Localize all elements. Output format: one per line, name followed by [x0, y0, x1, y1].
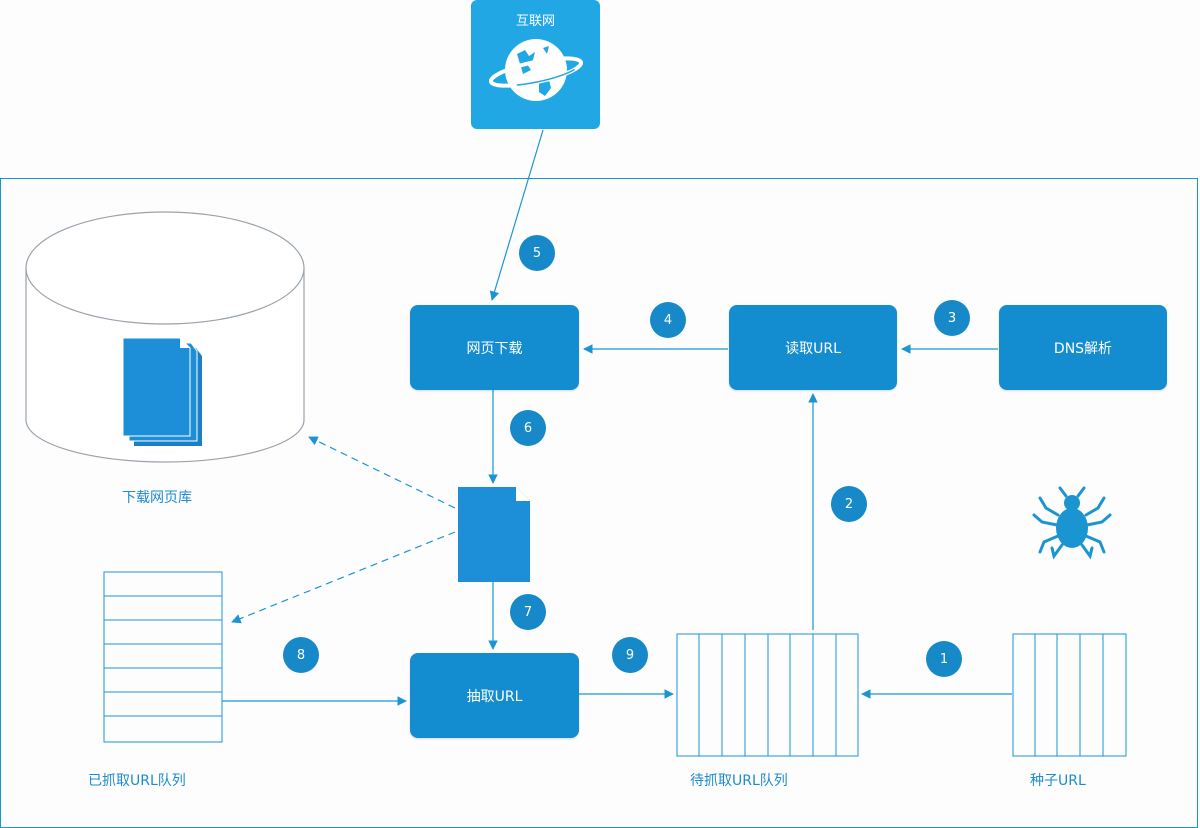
- crawled-url-queue: [103, 571, 223, 743]
- spider-icon: [1032, 486, 1112, 560]
- pending-queue-label: 待抓取URL队列: [690, 773, 788, 789]
- read-url-label: 读取URL: [785, 340, 841, 357]
- page-library-label: 下载网页库: [122, 490, 192, 506]
- internet-node: 互联网: [471, 0, 600, 129]
- dns-resolve-box: DNS解析: [999, 305, 1167, 390]
- internet-label: 互联网: [515, 14, 555, 29]
- step-badge-3: 3: [934, 300, 970, 336]
- step-badge-6: 6: [510, 410, 546, 446]
- step-badge-1: 1: [926, 641, 962, 677]
- step-badge-8: 8: [283, 637, 319, 673]
- webpage-download-box: 网页下载: [410, 305, 579, 390]
- read-url-box: 读取URL: [729, 305, 897, 390]
- webpage-download-label: 网页下载: [466, 340, 523, 357]
- seed-url-queue: [1012, 633, 1127, 757]
- step-badge-2: 2: [831, 486, 867, 522]
- seed-url-label: 种子URL: [1030, 773, 1086, 789]
- extract-url-label: 抽取URL: [466, 688, 523, 705]
- step-badge-4: 4: [650, 302, 686, 338]
- stored-pages-icon: [122, 337, 202, 446]
- step-badge-5: 5: [519, 235, 555, 271]
- extract-url-box: 抽取URL: [410, 653, 579, 738]
- dns-resolve-label: DNS解析: [1053, 340, 1113, 357]
- flow-arrows: [222, 129, 1012, 706]
- step-badge-7: 7: [510, 594, 546, 630]
- crawled-queue-label: 已抓取URL队列: [88, 773, 186, 789]
- globe-icon: [489, 39, 583, 101]
- webpage-document-icon: [458, 487, 530, 582]
- step-badge-9: 9: [612, 637, 648, 673]
- pending-url-queue: [676, 633, 859, 757]
